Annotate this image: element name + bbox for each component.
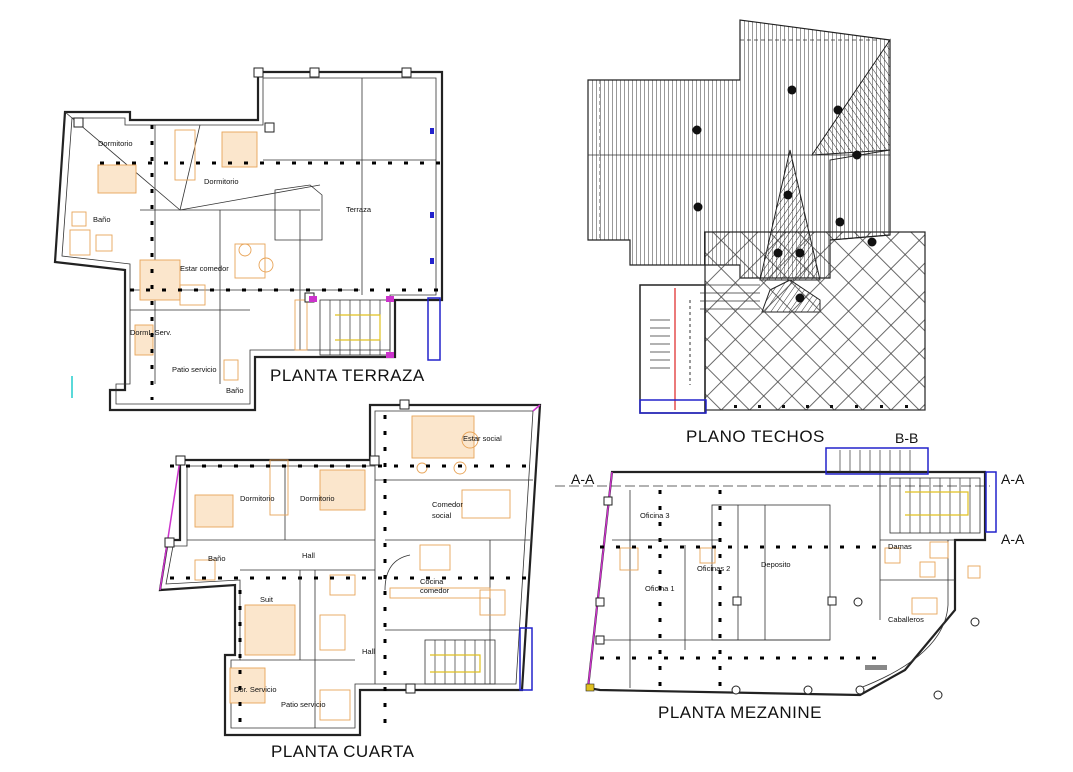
section-label-aa-right-top: A-A: [1001, 471, 1025, 487]
room-label: Terraza: [346, 205, 372, 214]
room-label: DormL.Serv.: [130, 328, 172, 337]
room-label: Damas: [888, 542, 912, 551]
room-label: Baño: [226, 386, 244, 395]
section-label-aa-right-bottom: A-A: [1001, 531, 1025, 547]
room-label: Baño: [93, 215, 111, 224]
room-label: Estar social: [463, 434, 502, 443]
room-label: Dormitorio: [204, 177, 239, 186]
room-label: Estar comedor: [180, 264, 229, 273]
section-label-bb: B-B: [895, 430, 918, 446]
room-label: Dormitorio: [98, 139, 133, 148]
room-label: Patio servicio: [281, 700, 326, 709]
plan-title-terraza: PLANTA TERRAZA: [270, 366, 425, 385]
room-label: social: [432, 511, 452, 520]
room-label: Patio servicio: [172, 365, 217, 374]
room-label: Oficina 1: [645, 584, 675, 593]
plan-terraza: Dormitorio Dormitorio Baño Terraza Estar…: [53, 67, 444, 412]
room-label: Suit: [260, 595, 274, 604]
room-label: Hall: [302, 551, 315, 560]
room-label: comedor: [420, 586, 450, 595]
room-label: Deposito: [761, 560, 791, 569]
plan-techos: PLANO TECHOS: [587, 19, 926, 446]
room-label: Cocina: [420, 577, 444, 586]
room-label: Baño: [208, 554, 226, 563]
plan-title-cuarta: PLANTA CUARTA: [271, 742, 415, 761]
plan-title-mezanine: PLANTA MEZANINE: [658, 703, 822, 722]
room-label: Dormitorio: [240, 494, 275, 503]
room-label: Dormitorio: [300, 494, 335, 503]
section-label-aa-left: A-A: [571, 471, 595, 487]
room-label: Hall: [362, 647, 375, 656]
room-label: Oficinas 2: [697, 564, 730, 573]
plan-mezanine: Oficina 3 Oficina 1 Oficinas 2 Deposito …: [555, 430, 1025, 722]
room-label: Dor. Servicio: [234, 685, 277, 694]
room-label: Caballeros: [888, 615, 924, 624]
room-label: Oficina 3: [640, 511, 670, 520]
room-label: Comedor: [432, 500, 463, 509]
plan-title-techos: PLANO TECHOS: [686, 427, 825, 446]
plan-cuarta: Estar social Dormitorio Dormitorio Comed…: [158, 399, 542, 761]
